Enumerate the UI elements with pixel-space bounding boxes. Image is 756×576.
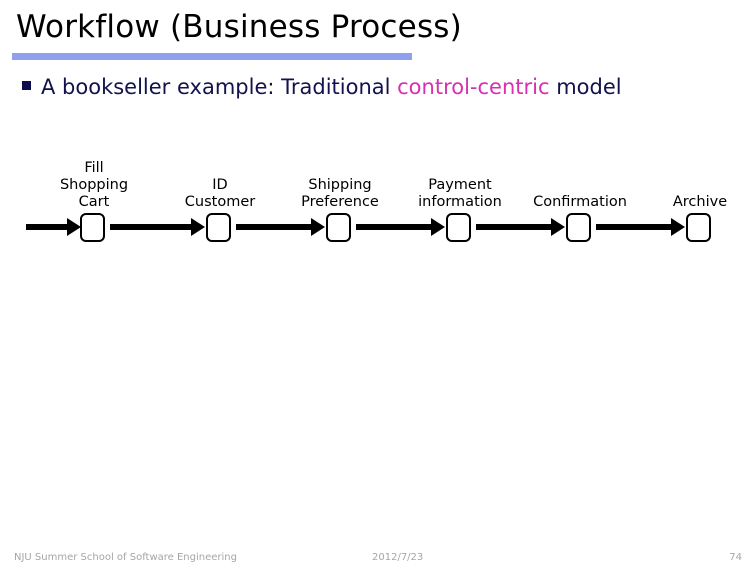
node-label-wrap: Fill Shopping Cart <box>34 145 154 211</box>
square-bullet-icon <box>22 81 31 90</box>
arrow-shipping-preference-to-payment-information <box>356 218 445 236</box>
arrow-confirmation-to-archive <box>596 218 685 236</box>
page-title: Workflow (Business Process) <box>16 9 462 45</box>
bullet-text-after: model <box>549 75 622 99</box>
slide-footer: NJU Summer School of Software Engineerin… <box>0 552 756 568</box>
arrowhead-icon <box>191 218 205 236</box>
arrowhead-icon <box>311 218 325 236</box>
process-node-box[interactable] <box>326 213 351 242</box>
arrowhead-icon <box>551 218 565 236</box>
process-node-label: Archive <box>640 194 756 211</box>
node-label-wrap: Shipping Preference <box>280 145 400 211</box>
arrowhead-icon <box>67 218 81 236</box>
bullet-text-highlight: control-centric <box>397 75 550 99</box>
process-node-box[interactable] <box>566 213 591 242</box>
bullet-text-before: A bookseller example: Traditional <box>41 75 398 99</box>
node-label-line: Confirmation <box>533 194 627 210</box>
arrowhead-icon <box>671 218 685 236</box>
node-label-line: Preference <box>301 194 379 210</box>
process-node-label: ID Customer <box>160 177 280 211</box>
arrow-id-customer-to-shipping-preference <box>236 218 325 236</box>
node-label-wrap: Payment information <box>400 145 520 211</box>
arrowhead-icon <box>431 218 445 236</box>
process-node-label: Confirmation <box>520 194 640 211</box>
bullet-line: A bookseller example: Traditional contro… <box>22 74 622 100</box>
footer-page-number: 74 <box>729 552 742 563</box>
node-label-wrap: Confirmation <box>520 145 640 211</box>
node-label-line: Cart <box>78 194 110 210</box>
process-node-box[interactable] <box>80 213 105 242</box>
process-node-label: Payment information <box>400 177 520 211</box>
arrow-fill-shopping-cart-to-id-customer <box>110 218 205 236</box>
arrow-payment-information-to-confirmation <box>476 218 565 236</box>
footer-date: 2012/7/23 <box>372 552 424 563</box>
node-label-line: Shopping <box>59 177 129 193</box>
footer-organization: NJU Summer School of Software Engineerin… <box>14 552 237 563</box>
node-label-line: Payment <box>428 177 492 193</box>
arrow-start-to-fill-shopping-cart <box>26 218 81 236</box>
process-node-box[interactable] <box>446 213 471 242</box>
process-node-box[interactable] <box>686 213 711 242</box>
process-node-label: Fill Shopping Cart <box>34 160 154 211</box>
process-flow-diagram: Fill Shopping Cart ID Customer Shipping <box>0 145 756 260</box>
node-label-wrap: Archive <box>640 145 756 211</box>
node-label-line: Archive <box>672 194 728 210</box>
node-label-line: Customer <box>184 194 256 210</box>
node-label-line: Shipping <box>308 177 372 193</box>
bullet-line-text: A bookseller example: Traditional contro… <box>41 74 622 100</box>
title-underline-rule <box>12 53 412 60</box>
node-label-line: ID <box>212 177 228 193</box>
node-label-wrap: ID Customer <box>160 145 280 211</box>
process-node-box[interactable] <box>206 213 231 242</box>
node-label-line: information <box>418 194 502 210</box>
process-node-label: Shipping Preference <box>280 177 400 211</box>
node-label-line: Fill <box>84 160 104 176</box>
